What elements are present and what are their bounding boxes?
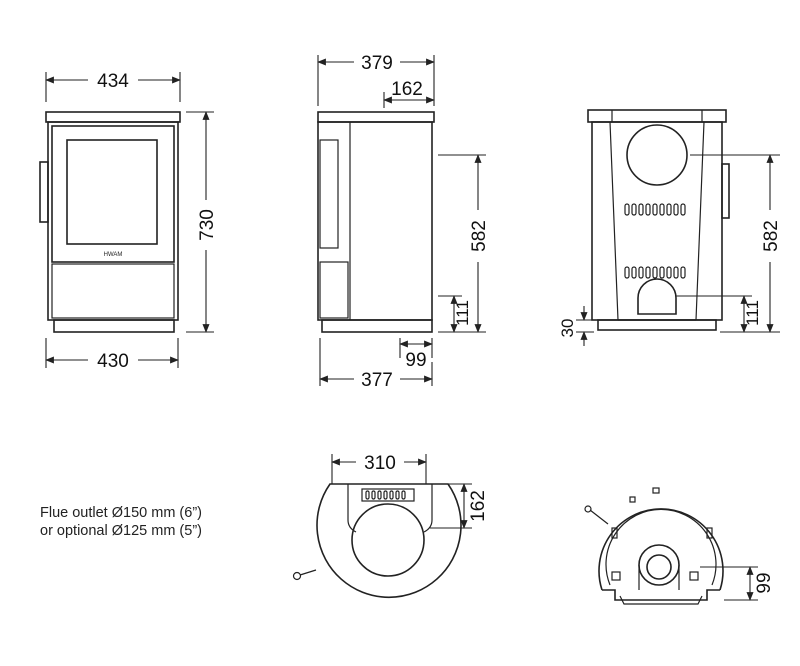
dim-front-height: 730 — [197, 209, 218, 241]
bottom-foot — [611, 571, 621, 581]
top-handle — [299, 569, 317, 576]
flue-outlet-note: Flue outlet Ø150 mm (6”) or optional Ø12… — [40, 504, 202, 540]
bottom-outline — [598, 508, 724, 591]
bottom-foot — [689, 571, 699, 581]
dim-side-top-offset: 162 — [391, 79, 423, 100]
back-base — [597, 319, 717, 331]
bottom-handle-knob — [584, 505, 592, 513]
dim-back-outlet-height: 582 — [761, 220, 782, 252]
dim-bottom-inlet-offset: 99 — [754, 572, 775, 593]
top-handle-knob — [292, 571, 302, 581]
bottom-bracket — [706, 527, 713, 539]
bottom-bracket — [611, 527, 618, 539]
dim-side-outlet-height: 582 — [469, 220, 490, 252]
dim-top-width: 310 — [364, 453, 396, 474]
dim-side-top-width: 379 — [361, 53, 393, 74]
front-view: HWAM 434 730 430 — [39, 71, 218, 372]
front-door-frame — [51, 125, 175, 263]
dim-back-inlet-height: 111 — [743, 300, 762, 326]
dim-back-base-height: 30 — [558, 319, 577, 338]
side-body — [317, 121, 433, 321]
top-vent-slots — [365, 490, 406, 500]
bottom-base-plate — [619, 595, 703, 605]
back-vent-slots-upper — [624, 203, 686, 216]
side-handle — [319, 139, 339, 249]
front-top-plate — [45, 111, 181, 123]
dim-side-base-depth: 377 — [361, 370, 393, 391]
front-base — [53, 319, 175, 333]
back-handle — [721, 163, 730, 219]
side-view: 379 162 582 111 99 377 — [317, 53, 490, 391]
back-top-plate — [587, 109, 727, 123]
flue-note-line-1: Flue outlet Ø150 mm (6”) — [40, 505, 202, 521]
top-flue-outlet — [351, 503, 425, 577]
bottom-bracket — [652, 487, 660, 494]
top-view: 310 162 — [292, 453, 489, 598]
dim-side-inlet-height: 111 — [453, 300, 472, 326]
back-vent-slots-lower — [624, 266, 686, 279]
bottom-handle — [589, 509, 609, 525]
dim-front-top-width: 434 — [97, 71, 129, 92]
bottom-bracket — [629, 496, 636, 503]
bottom-air-inlet — [646, 554, 672, 580]
top-vent-frame — [361, 488, 415, 502]
front-handle — [39, 161, 49, 223]
front-lower-panel — [51, 263, 175, 319]
front-glass — [66, 139, 158, 245]
bottom-inlet-channel — [638, 565, 680, 590]
side-base — [321, 319, 433, 333]
back-panel-edges — [609, 121, 705, 321]
dim-top-depth: 162 — [468, 490, 489, 522]
flue-note-line-2: or optional Ø125 mm (5”) — [40, 523, 202, 539]
back-view: 582 111 30 — [558, 109, 782, 346]
dim-front-base-width: 430 — [97, 351, 129, 372]
dim-side-inlet-offset: 99 — [405, 350, 426, 371]
top-flue-collar — [347, 484, 433, 533]
bottom-inner-outline — [605, 508, 717, 586]
back-flue-outlet — [626, 124, 688, 186]
bottom-view: 99 — [584, 487, 775, 605]
side-lower-panel — [319, 261, 349, 319]
back-air-inlet — [637, 278, 677, 315]
brand-badge: HWAM — [104, 252, 123, 258]
side-top-plate — [317, 111, 435, 123]
bottom-front-edge — [602, 589, 720, 601]
